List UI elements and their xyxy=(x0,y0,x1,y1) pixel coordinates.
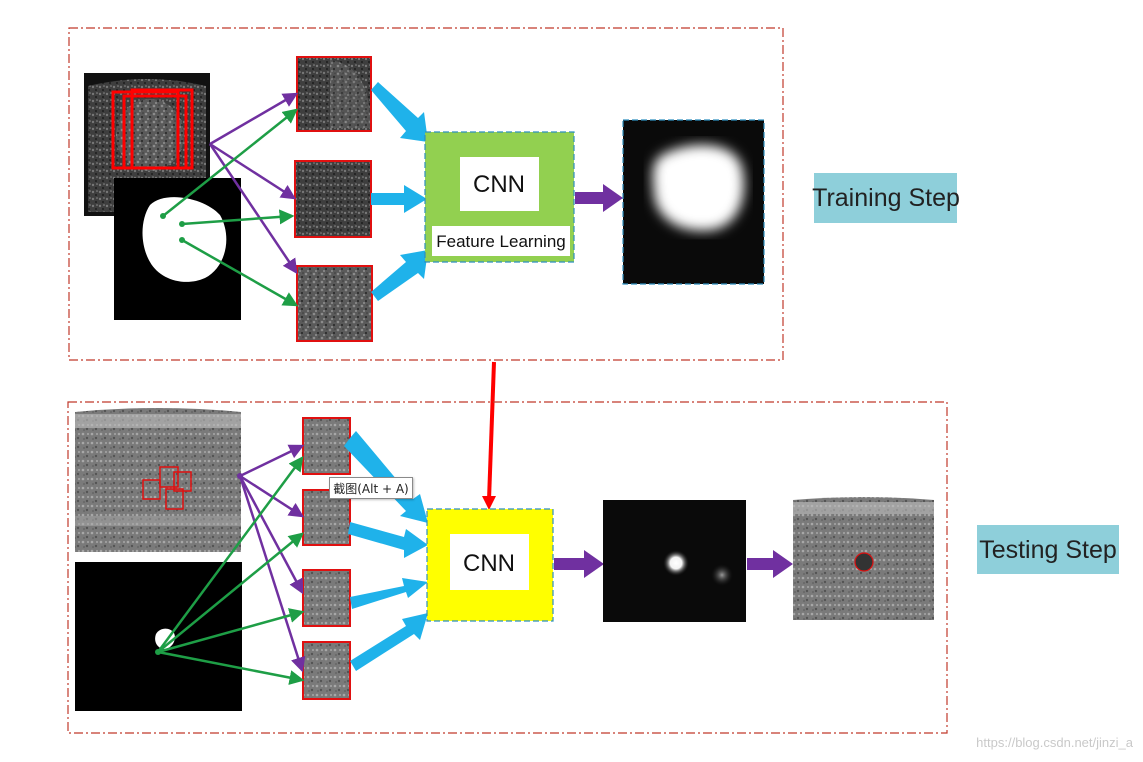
testing-cnn-label: CNN xyxy=(463,550,515,577)
training-cnn-label: CNN xyxy=(473,171,525,198)
testing-green-arrows xyxy=(156,455,305,685)
training-output-arrow xyxy=(575,184,623,212)
training-output-map xyxy=(622,119,765,285)
testing-patch-1 xyxy=(302,417,351,475)
training-green-arrows xyxy=(162,108,299,307)
training-patch-2 xyxy=(294,160,372,238)
training-blue-arrows xyxy=(371,82,428,301)
testing-step-label-bg xyxy=(977,525,1119,574)
testing-patch-4 xyxy=(302,641,351,700)
testing-patch-2 xyxy=(302,489,351,546)
transfer-red-arrow xyxy=(482,361,496,510)
testing-patch-3 xyxy=(302,569,351,627)
training-patch-1 xyxy=(296,56,372,132)
watermark-url: https://blog.csdn.net/jinzi_a xyxy=(976,735,1133,750)
testing-purple-arrows xyxy=(238,444,306,673)
feature-learning-label: Feature Learning xyxy=(436,232,565,251)
training-step-label: Training Step xyxy=(812,184,960,212)
testing-output-map xyxy=(603,500,746,622)
training-frame xyxy=(68,27,784,361)
training-purple-arrows xyxy=(208,92,299,275)
testing-cnn-block: CNN xyxy=(426,508,554,622)
training-patch-3 xyxy=(296,265,373,342)
testing-output-arrow xyxy=(554,550,604,578)
training-cnn-block: CNN Feature Learning xyxy=(424,131,575,263)
testing-ultrasound-image xyxy=(75,408,241,552)
testing-frame xyxy=(67,401,948,734)
testing-step-label: Testing Step xyxy=(979,536,1117,564)
screenshot-tooltip: 截图(Alt + A) xyxy=(329,477,413,499)
testing-blue-arrows xyxy=(344,431,428,671)
testing-result-image xyxy=(793,497,934,620)
training-step-label-bg xyxy=(814,173,957,223)
testing-final-arrow xyxy=(747,550,793,578)
training-mask-image xyxy=(114,178,241,320)
